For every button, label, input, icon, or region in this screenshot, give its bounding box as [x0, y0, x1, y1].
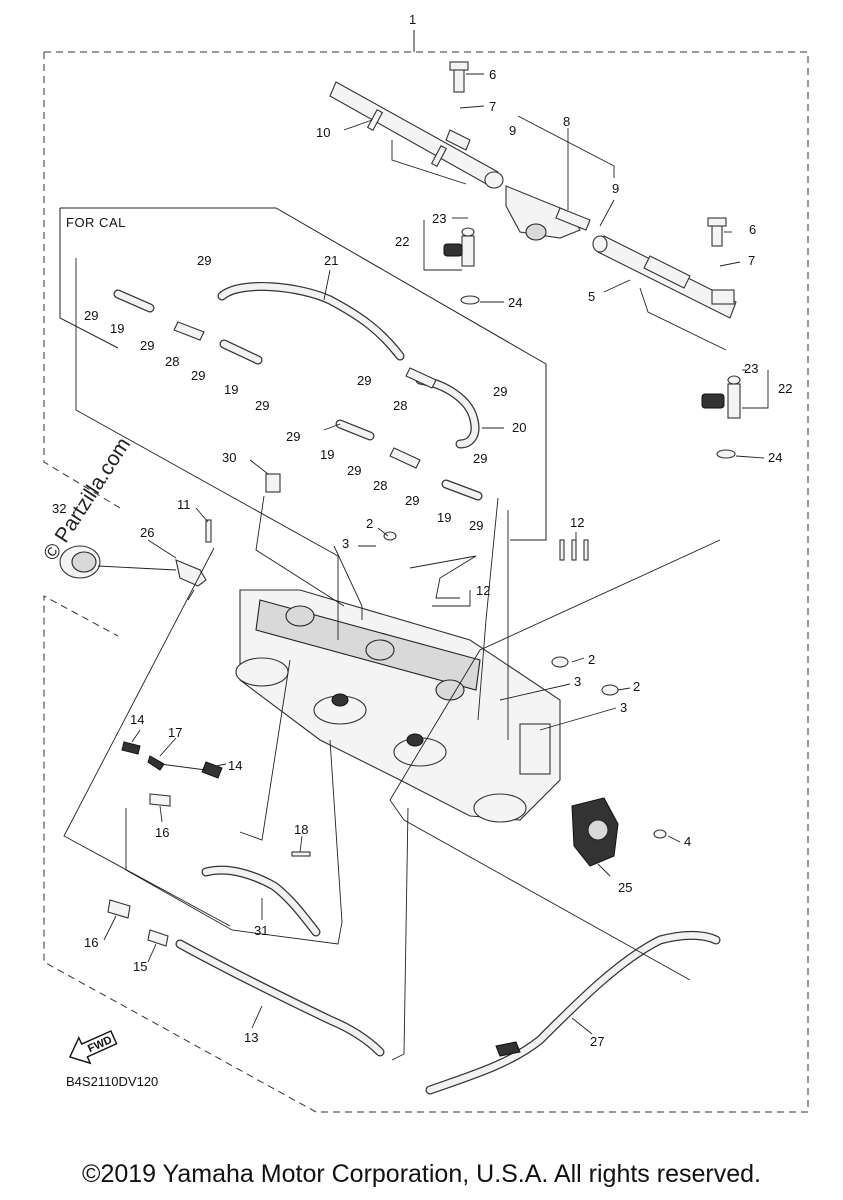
- fuel-fitting: [505, 185, 591, 241]
- callout-29c: 29: [140, 338, 154, 353]
- fitting-30: [265, 473, 281, 493]
- assembly-outline: [43, 30, 809, 1113]
- callout-29a: 29: [197, 253, 211, 268]
- joint-26: [175, 519, 212, 587]
- leader-lines: [63, 73, 769, 1061]
- callout-24a: 24: [508, 295, 522, 310]
- callout-11: 11: [177, 497, 191, 512]
- callout-20: 20: [512, 420, 526, 435]
- fuel-rail-upper: [329, 81, 504, 189]
- fuel-rail-lower: [592, 235, 737, 319]
- callout-29l: 29: [469, 518, 483, 533]
- callout-13: 13: [244, 1030, 258, 1045]
- clamp-32: [59, 545, 101, 579]
- callout-14a: 14: [130, 712, 144, 727]
- injector-upper: [443, 227, 475, 267]
- callout-32: 32: [52, 501, 66, 516]
- callout-31: 31: [254, 923, 268, 938]
- for-cal-outline: [59, 207, 547, 541]
- hose-31: [201, 851, 321, 937]
- callout-30: 30: [222, 450, 236, 465]
- callout-5: 5: [588, 289, 595, 304]
- cal-tee-28: [173, 321, 437, 469]
- partzilla-watermark: © Partzilla.com: [39, 434, 135, 565]
- callout-6a: 6: [489, 67, 496, 82]
- callout-12b: 12: [476, 583, 490, 598]
- callout-19b: 19: [224, 382, 238, 397]
- fwd-arrow-icon: FWD: [68, 1030, 118, 1065]
- callout-15: 15: [133, 959, 147, 974]
- for-cal-label: FOR CAL: [66, 215, 126, 230]
- callout-29f: 29: [357, 373, 371, 388]
- callout-3b: 3: [574, 674, 581, 689]
- callout-3a: 3: [342, 536, 349, 551]
- callout-22a: 22: [395, 234, 409, 249]
- callout-16b: 16: [84, 935, 98, 950]
- o-ring-24-upper: [460, 295, 480, 305]
- callout-28b: 28: [393, 398, 407, 413]
- bolt-6-upper: [449, 61, 469, 93]
- callout-29g: 29: [493, 384, 507, 399]
- callout-29d: 29: [191, 368, 205, 383]
- cal-hose-21: [217, 282, 405, 361]
- callout-9a: 9: [509, 123, 516, 138]
- bolt-6-lower: [707, 217, 727, 247]
- callout-29h: 29: [286, 429, 300, 444]
- diagram-code: B4S2110DV120: [66, 1074, 158, 1089]
- throttle-sensor: [571, 797, 619, 867]
- callout-19a: 19: [110, 321, 124, 336]
- callout-25: 25: [618, 880, 632, 895]
- callout-14b: 14: [228, 758, 242, 773]
- fwd-label: FWD: [86, 1034, 114, 1055]
- callout-21: 21: [324, 253, 338, 268]
- cal-hose-19: [113, 289, 483, 501]
- hose-27: [425, 930, 721, 1095]
- callouts: 1 6 7 10 9 8 9 6 7 5 23 22 24 23 22 24 F…: [52, 12, 792, 1049]
- callout-6b: 6: [749, 222, 756, 237]
- hose-13: [107, 899, 385, 1057]
- callout-19c: 19: [320, 447, 334, 462]
- callout-2a: 2: [366, 516, 373, 531]
- callout-2b: 2: [588, 652, 595, 667]
- callout-18: 18: [294, 822, 308, 837]
- callout-23a: 23: [432, 211, 446, 226]
- callout-10: 10: [316, 125, 330, 140]
- injector-lower: [701, 375, 741, 419]
- cal-hose-20: [415, 375, 480, 449]
- callout-2c: 2: [633, 679, 640, 694]
- callout-29j: 29: [473, 451, 487, 466]
- callout-16a: 16: [155, 825, 169, 840]
- callout-17: 17: [168, 725, 182, 740]
- callout-29i: 29: [347, 463, 361, 478]
- callout-23b: 23: [744, 361, 758, 376]
- copyright-notice: ©2019 Yamaha Motor Corporation, U.S.A. A…: [82, 1160, 761, 1188]
- callout-9b: 9: [612, 181, 619, 196]
- callout-12a: 12: [570, 515, 584, 530]
- callout-7b: 7: [748, 253, 755, 268]
- callout-28c: 28: [373, 478, 387, 493]
- callout-7a: 7: [489, 99, 496, 114]
- o-ring-24-lower: [716, 449, 736, 459]
- callout-3c: 3: [620, 700, 627, 715]
- callout-29k: 29: [405, 493, 419, 508]
- callout-29b: 29: [84, 308, 98, 323]
- callout-8: 8: [563, 114, 570, 129]
- small-hoses: [121, 741, 223, 807]
- callout-19d: 19: [437, 510, 451, 525]
- callout-24b: 24: [768, 450, 782, 465]
- screws: [383, 531, 667, 839]
- callout-4: 4: [684, 834, 691, 849]
- callout-28a: 28: [165, 354, 179, 369]
- throttle-body: [235, 589, 561, 823]
- callout-1: 1: [409, 12, 416, 27]
- callout-26: 26: [140, 525, 154, 540]
- callout-22b: 22: [778, 381, 792, 396]
- callout-29e: 29: [255, 398, 269, 413]
- callout-27: 27: [590, 1034, 604, 1049]
